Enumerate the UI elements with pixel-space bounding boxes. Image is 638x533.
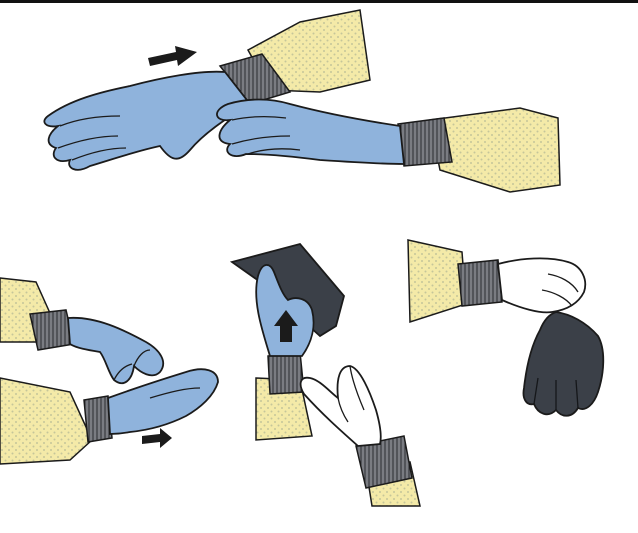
step-4-panel (408, 240, 603, 416)
glove (523, 312, 603, 416)
cuff (268, 352, 304, 394)
cuff (458, 260, 502, 306)
step-2-panel (0, 278, 218, 464)
arrow-right-icon (142, 428, 172, 448)
cuff (30, 310, 74, 350)
step-1-panel (44, 10, 560, 192)
glove (217, 100, 404, 165)
cuff (398, 118, 452, 166)
sleeve (408, 240, 466, 322)
sleeve (0, 378, 92, 464)
step-3-panel (232, 244, 420, 506)
arrow-right-icon (148, 46, 197, 66)
